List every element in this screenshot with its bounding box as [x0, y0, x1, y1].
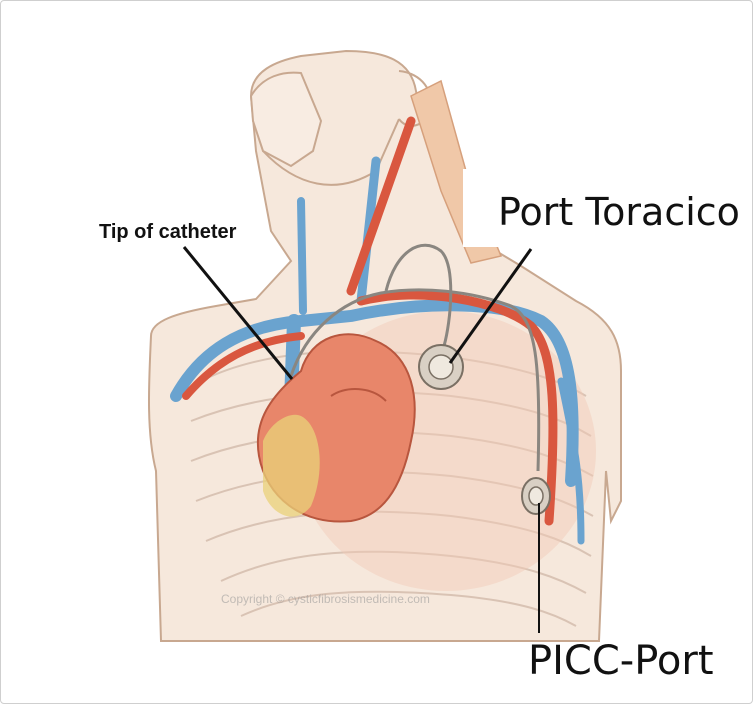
- port-toracico-label: Port Toracico: [498, 190, 740, 234]
- picc-port-label: PICC-Port: [528, 638, 714, 684]
- picc-port-device: [522, 478, 550, 514]
- copyright-watermark: Copyright © cysticfibrosismedicine.com: [221, 592, 430, 606]
- tip-of-catheter-label: Tip of catheter: [99, 221, 236, 244]
